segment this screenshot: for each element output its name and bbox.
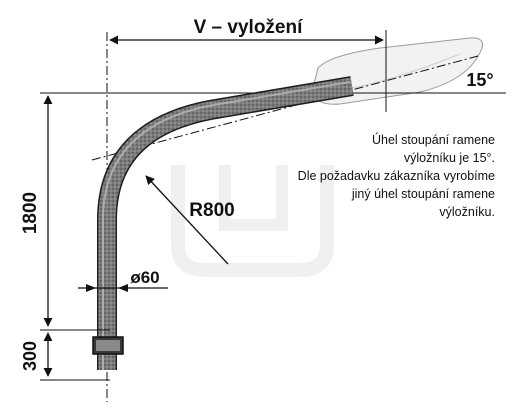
diameter-label: ø60: [130, 268, 159, 287]
radius-leader-line: [145, 175, 229, 265]
height-base-label: 300: [20, 341, 40, 371]
note-line: výložníku.: [439, 205, 495, 219]
note-line: výložníku je 15°.: [403, 151, 495, 165]
height-main-label: 1800: [20, 192, 41, 234]
angle-note: Úhel stoupání ramene výložníku je 15°. D…: [265, 131, 495, 221]
base-collar: [92, 336, 124, 355]
note-line: jiný úhel stoupání ramene: [351, 187, 495, 201]
angle-label: 15°: [466, 70, 493, 90]
radius-label: R800: [189, 200, 234, 221]
overhang-label: V – vyložení: [194, 17, 303, 38]
arm-axis-line: [91, 55, 479, 161]
watermark-logo: [171, 165, 334, 277]
bracket-pipe: [97, 76, 354, 370]
note-line: Úhel stoupání ramene: [372, 133, 495, 147]
note-line: Dle požadavku zákazníka vyrobíme: [297, 169, 495, 183]
